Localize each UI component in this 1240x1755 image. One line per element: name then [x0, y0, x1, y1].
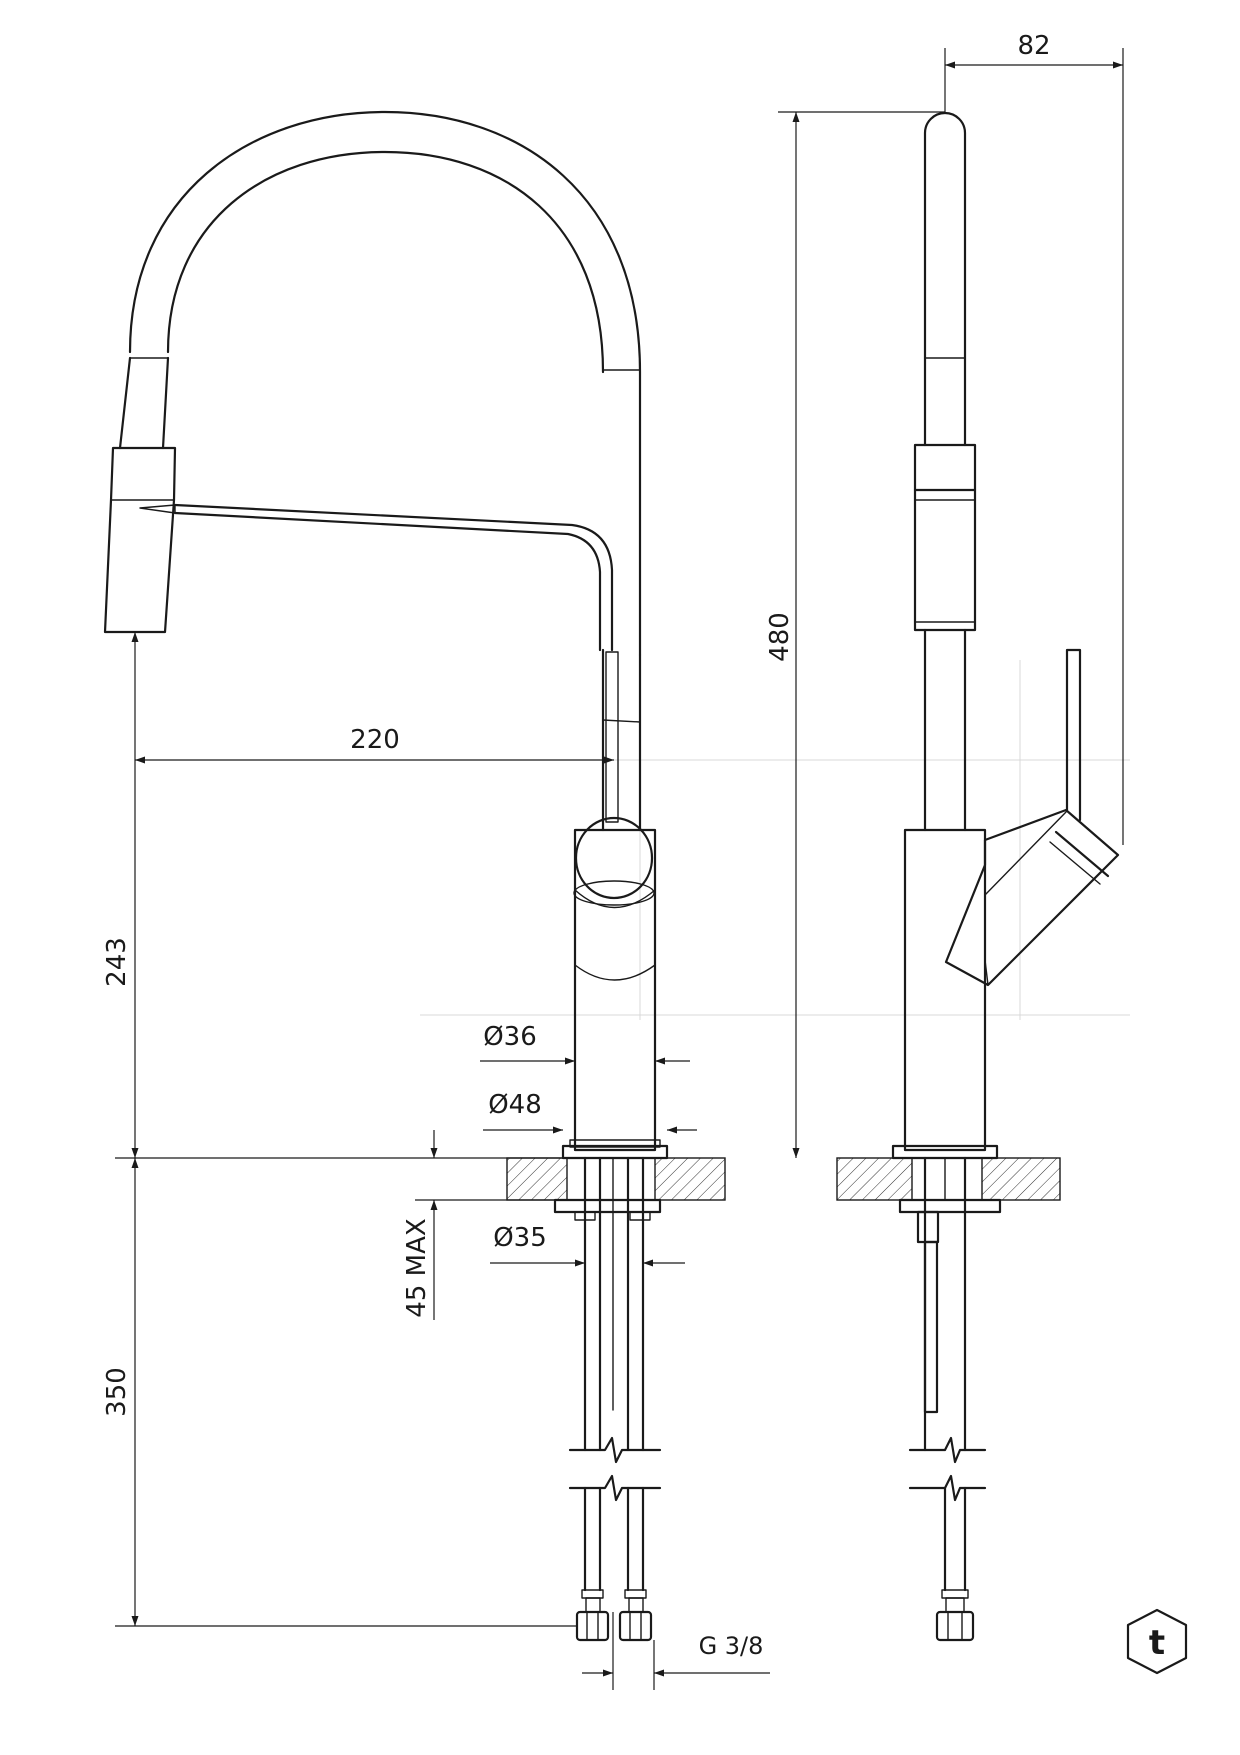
fitting-left: [575, 1610, 610, 1642]
dim-36: Ø36: [483, 1022, 537, 1052]
spout-outer: [128, 110, 642, 657]
dim-480: 480: [765, 612, 795, 662]
countertop-left-hatch: [506, 1157, 568, 1201]
spout-inner: [166, 150, 605, 374]
handle-knob: [574, 816, 654, 900]
dim-48: Ø48: [488, 1090, 542, 1120]
dim-g-3-8: G 3/8: [699, 1632, 764, 1660]
dim-243: 243: [102, 937, 132, 987]
dimension-labels: 82 480 220 243 Ø36 Ø48 Ø35 45 MAX 350 G …: [102, 31, 1051, 1660]
dim-350: 350: [102, 1367, 132, 1417]
fitting-right: [618, 1610, 653, 1642]
side-lever: [944, 808, 1120, 987]
pull-out-hose: [173, 503, 614, 652]
faucet-base: [561, 1144, 669, 1160]
dim-220: 220: [350, 725, 400, 755]
countertop-right-hatch: [654, 1157, 726, 1201]
logo-letter: t: [1149, 1623, 1165, 1663]
brand-logo: t: [1126, 1608, 1188, 1675]
spray-head: [103, 446, 177, 634]
front-view: [103, 110, 726, 1642]
ghost-lines: [420, 660, 1130, 1020]
side-spout: [923, 111, 967, 447]
dim-82: 82: [1017, 31, 1050, 61]
faucet-body: [573, 828, 657, 1152]
dim-35: Ø35: [493, 1223, 547, 1253]
dim-45-max: 45 MAX: [402, 1218, 432, 1317]
side-body: [903, 828, 987, 1152]
dimension-lines: [115, 48, 1124, 1690]
side-view: [836, 111, 1120, 1642]
